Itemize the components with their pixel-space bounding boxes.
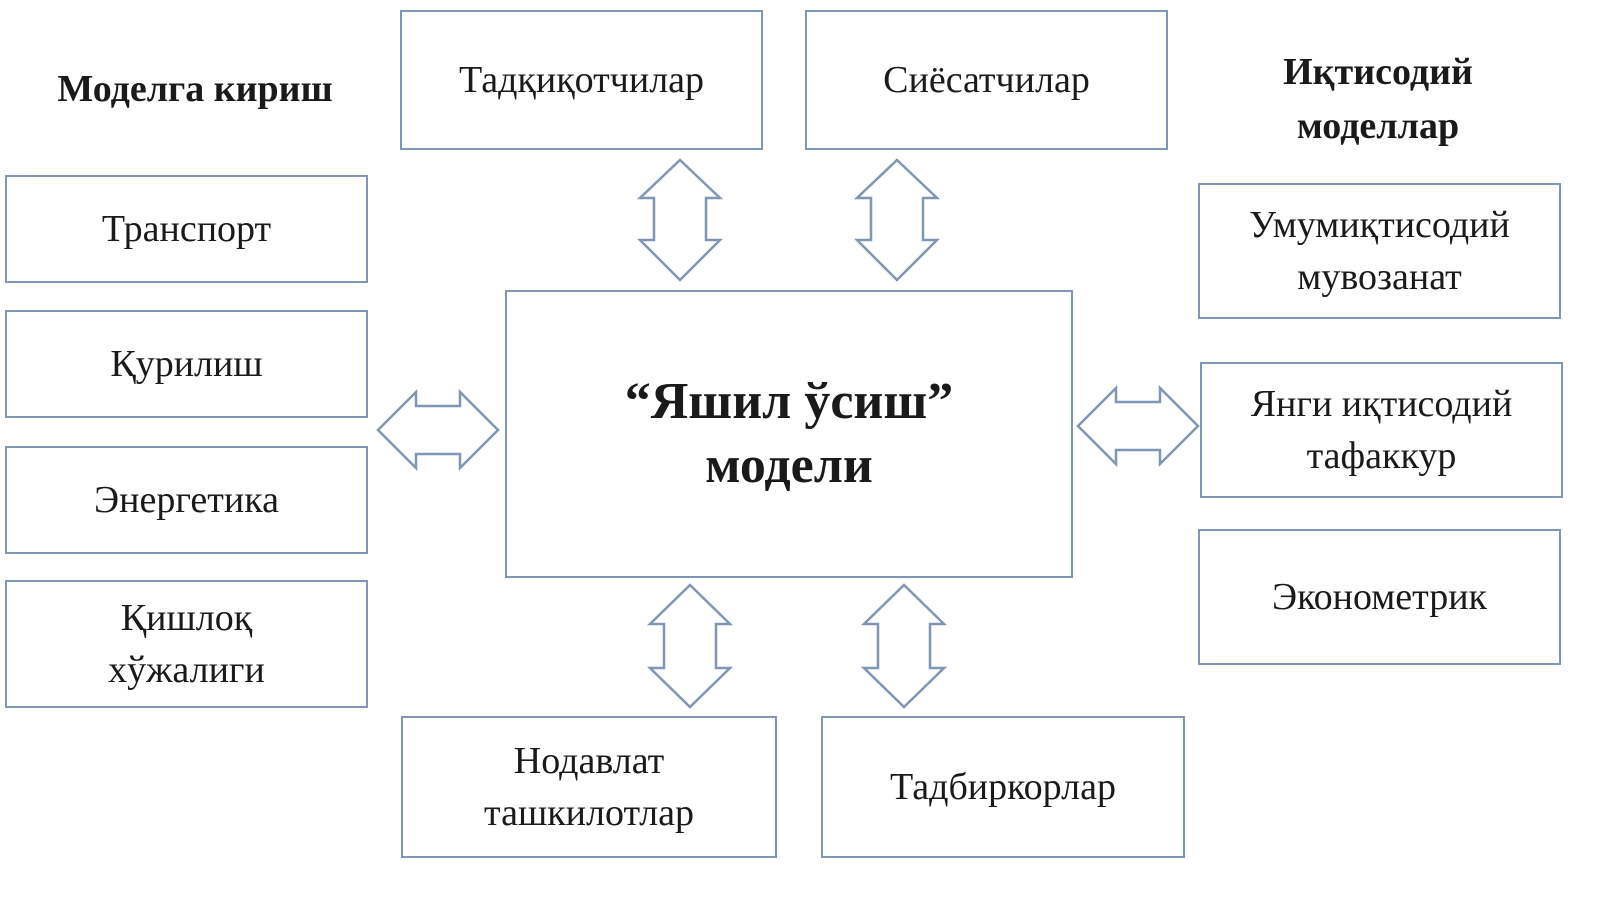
economic-models-heading: Иқтисодий моделлар [1228,45,1528,153]
green-growth-model-box: “Яшил ўсиш” модели [505,290,1073,578]
agriculture-box: Қишлоқ хўжалиги [5,580,368,708]
arrow-center-ngos [646,583,734,709]
ngos-label-line-1: Нодавлат [513,740,665,782]
general-equilibrium-box: Умумиқтисодий мувозанат [1198,183,1561,319]
researchers-label: Тадқиқотчилар [458,59,705,101]
politicians-label: Сиёсатчилар [883,59,1090,101]
arrow-center-economic-models [1076,384,1200,468]
entrepreneurs-box: Тадбиркорлар [821,716,1185,858]
transport-box: Транспорт [5,175,368,283]
ngos-box: Нодавлат ташкилотлар [401,716,777,858]
politicians-box: Сиёсатчилар [805,10,1168,150]
econometric-label: Эконометрик [1271,576,1487,618]
general-equilibrium-label-line-2: мувозанат [1297,256,1462,298]
inputs-heading: Моделга кириш [30,62,360,116]
new-economic-thinking-box: Янги иқтисодий тафаккур [1200,362,1563,498]
construction-box: Қурилиш [5,310,368,418]
construction-label: Қурилиш [110,343,263,385]
entrepreneurs-label: Тадбиркорлар [890,766,1116,808]
arrow-inputs-center [376,388,500,472]
center-title-line-1: “Яшил ўсиш” [624,373,954,430]
economic-models-heading-line-2: моделлар [1296,105,1460,147]
agriculture-label-line-2: хўжалиги [108,649,265,691]
econometric-box: Эконометрик [1198,529,1561,665]
transport-label: Транспорт [101,208,272,250]
arrow-researchers-center [636,158,724,282]
arrow-politicians-center [853,158,941,282]
inputs-heading-text: Моделга кириш [57,68,333,110]
agriculture-label-line-1: Қишлоқ [120,597,253,639]
arrow-center-entrepreneurs [860,583,948,709]
economic-models-heading-line-1: Иқтисодий [1283,51,1473,93]
new-economic-thinking-label-line-2: тафаккур [1306,435,1457,477]
energy-label: Энергетика [94,479,279,521]
center-title-line-2: модели [705,437,873,494]
researchers-box: Тадқиқотчилар [400,10,763,150]
general-equilibrium-label-line-1: Умумиқтисодий [1249,204,1510,246]
ngos-label-line-2: ташкилотлар [484,792,694,834]
energy-box: Энергетика [5,446,368,554]
new-economic-thinking-label-line-1: Янги иқтисодий [1250,383,1513,425]
